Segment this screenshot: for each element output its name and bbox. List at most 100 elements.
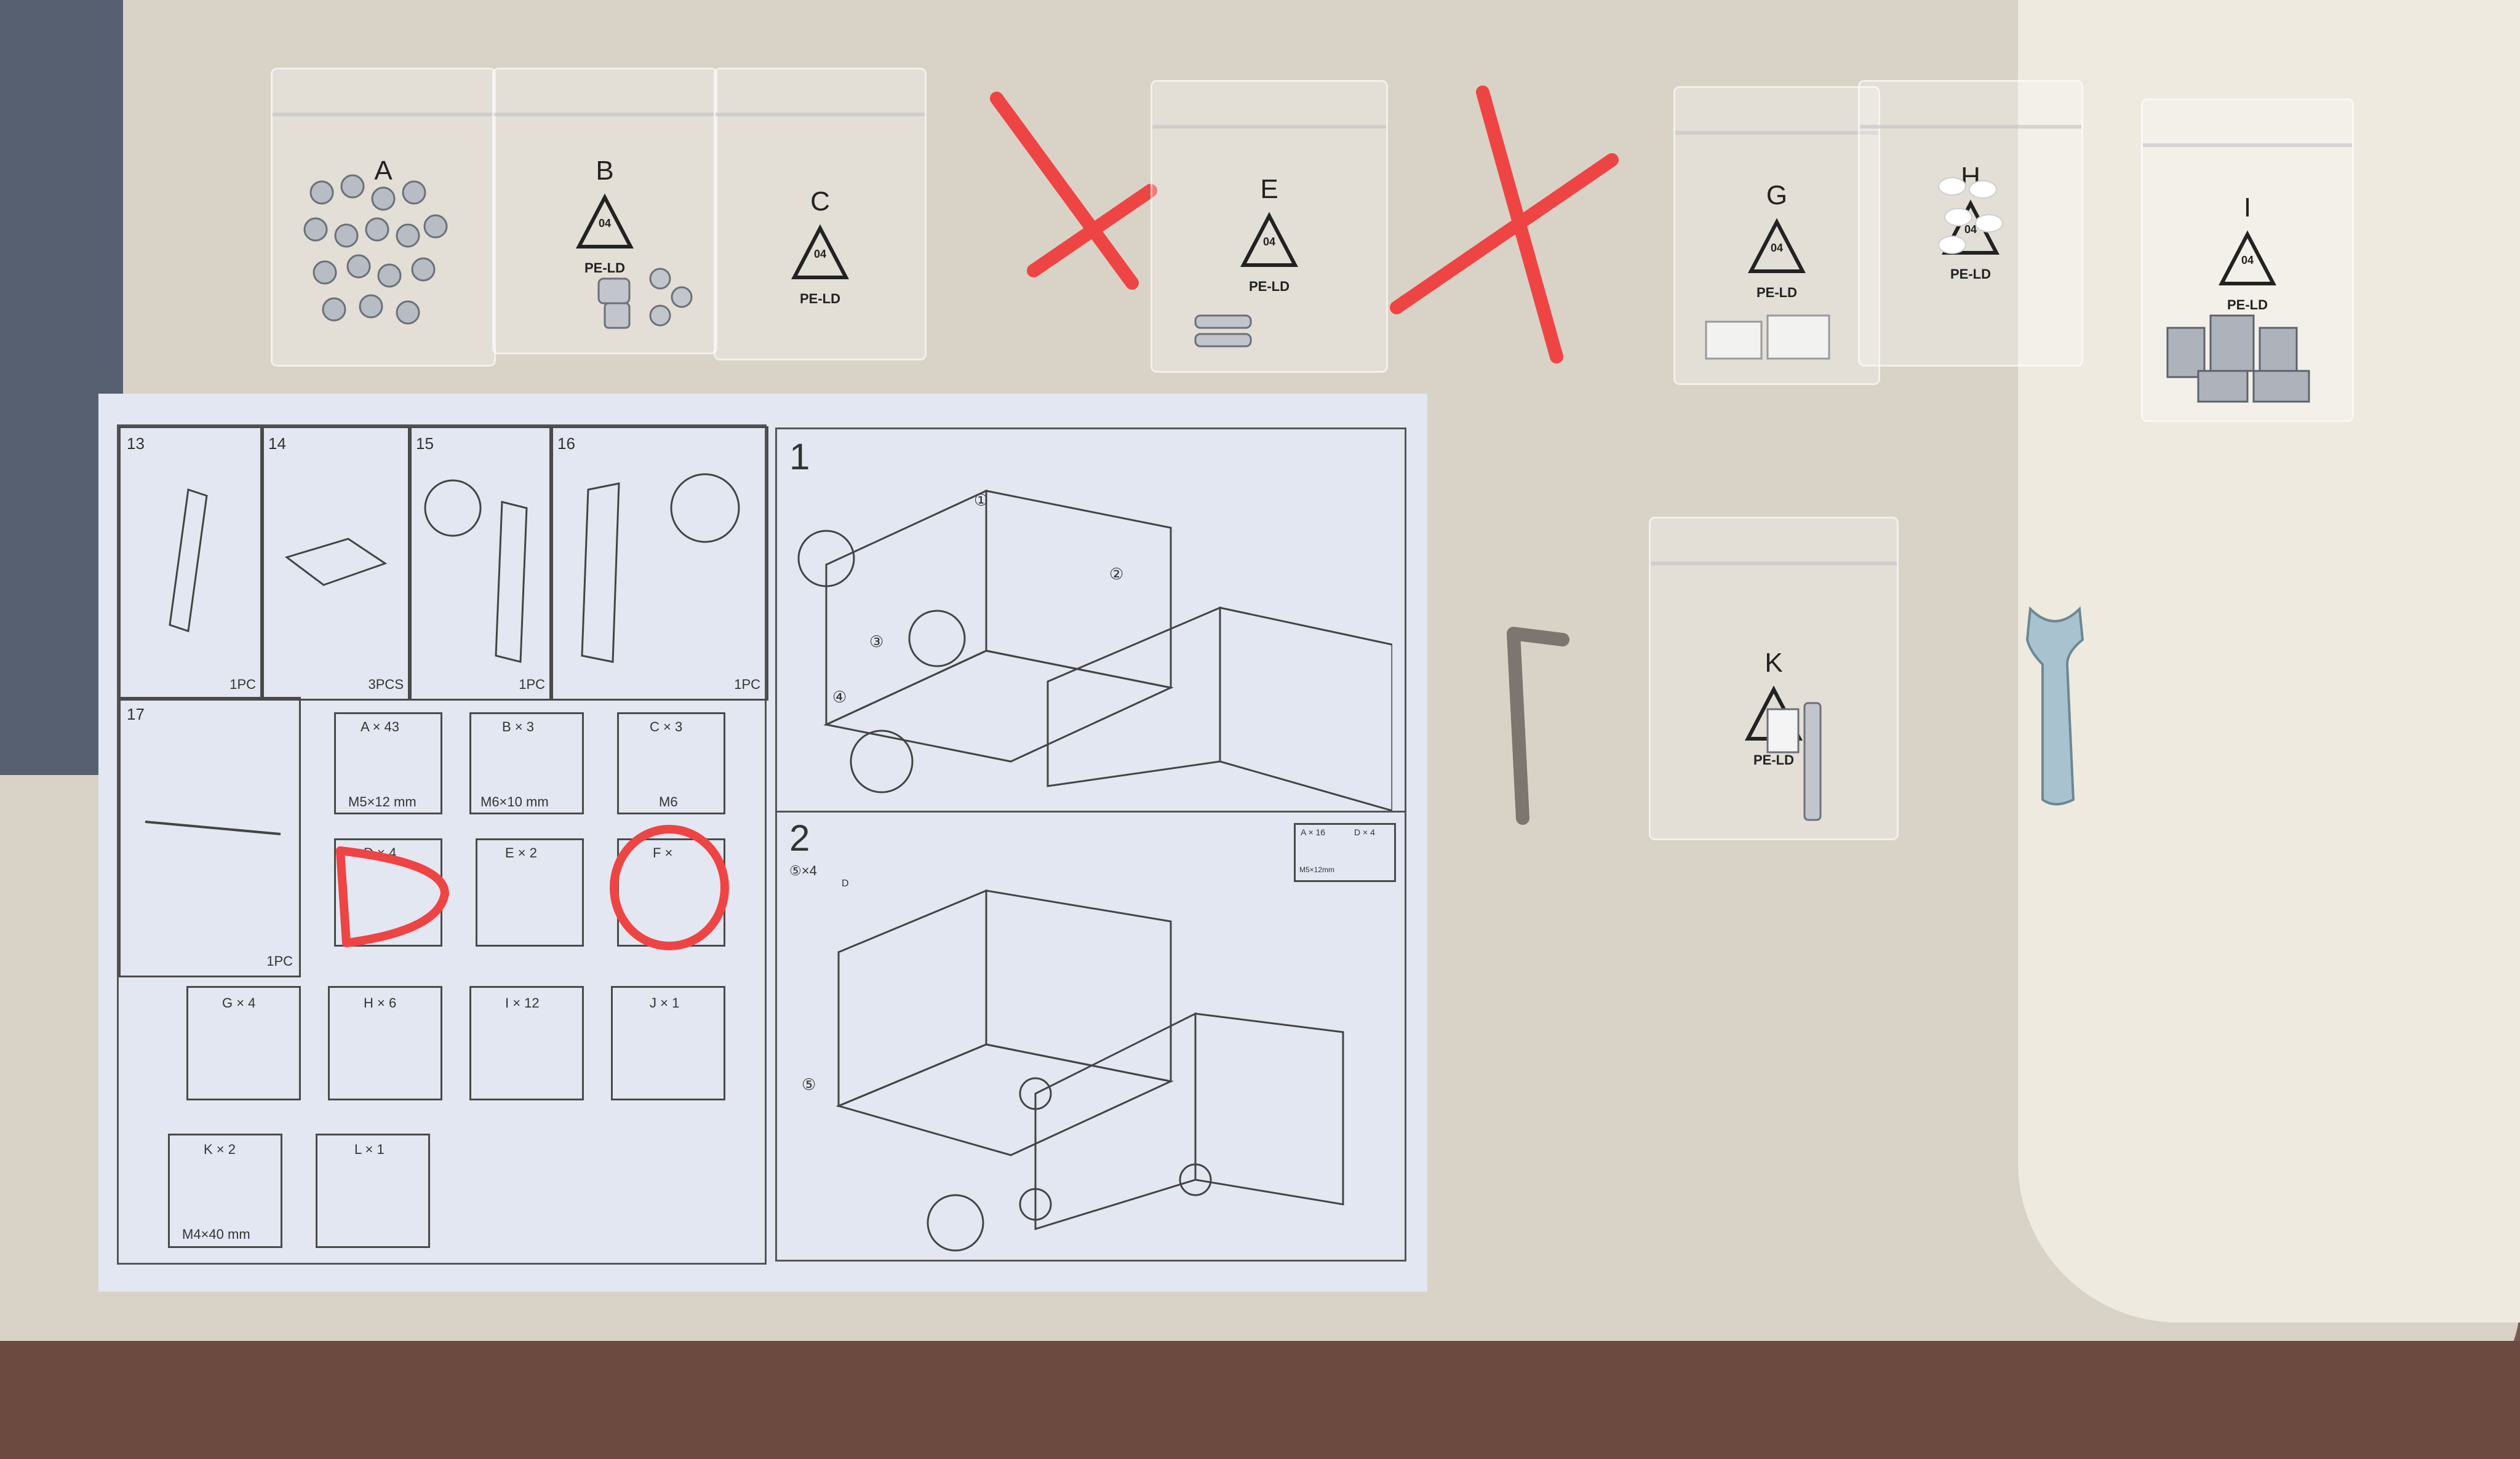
step-2-legend: A × 16 M5×12mm D × 4 (1294, 823, 1396, 882)
part-label: H × 6 (364, 995, 397, 1011)
qty-label: 1PC (519, 677, 545, 692)
part-j-box: J × 1 (611, 986, 725, 1100)
bag-letter: A (374, 156, 393, 186)
bag-c: C 04 PE-LD (714, 68, 927, 360)
bag-k: K 04 PE-LD (1649, 517, 1899, 840)
part-label: C × 3 (650, 719, 683, 734)
bag-letter: K (1764, 648, 1783, 678)
step-number: 1 (789, 436, 810, 477)
callout-1: ① (974, 491, 989, 509)
recycle-code: 04 (1262, 236, 1276, 248)
recycle-icon (576, 193, 634, 248)
bag-zipper (273, 113, 494, 116)
anchor-bolts-icon (1766, 702, 1822, 821)
door-icon (424, 479, 528, 663)
bag-letter: I (2243, 193, 2252, 223)
lace-cloth (2018, 0, 2520, 1322)
qty-label: 1PC (229, 677, 256, 692)
bag-e: E 04 PE-LD (1150, 80, 1388, 373)
step-divider (777, 811, 1405, 813)
part-size: M5×12 mm (348, 794, 417, 809)
manual-left-page: 13 1PC 14 3PCS 15 1PC 16 1PC 17 (117, 424, 768, 1265)
recycle-label: PE-LD (584, 260, 625, 276)
allen-key-icon (1507, 627, 1569, 825)
step-number: 2 (789, 817, 810, 859)
part-size: M6×10 mm (480, 794, 549, 809)
recycle-label: PE-LD (800, 291, 840, 306)
bag-letter: C (810, 186, 830, 217)
part-label: E × 2 (505, 845, 537, 861)
cross-out-mark (1390, 85, 1619, 364)
callout-4: ④ (832, 688, 847, 706)
cross-out-mark (990, 92, 1157, 290)
pins-icon (1194, 314, 1252, 348)
part-label: A × 43 (361, 719, 400, 734)
angle-brackets-icon (2166, 314, 2310, 403)
step-16-cell: 16 1PC (549, 426, 768, 701)
part-label: G × 4 (222, 995, 256, 1011)
legend-d: D × 4 (1354, 827, 1375, 837)
recycle-code: 04 (813, 248, 827, 260)
callout-2: ② (1109, 565, 1124, 583)
bag-g: G 04 PE-LD (1673, 86, 1880, 385)
legend-a-size: M5×12mm (1299, 865, 1335, 874)
bag-h: H 04 PE-LD (1858, 80, 2083, 367)
callout-5: ⑤ (802, 1075, 816, 1094)
step-number: 16 (557, 434, 575, 453)
part-g-box: G × 4 (186, 986, 301, 1100)
step-number: 14 (268, 434, 286, 453)
recycle-label: PE-LD (1950, 266, 1991, 282)
recycle-code: 04 (2241, 254, 2254, 266)
panel-icon (169, 488, 208, 632)
bag-letter: G (1766, 180, 1788, 210)
part-h-box: H × 6 (328, 986, 442, 1100)
carpet (0, 1341, 2520, 1459)
step-number: 17 (127, 705, 145, 723)
part-label: L × 1 (354, 1142, 385, 1157)
highlight-mark-d (336, 846, 450, 947)
bag-a: A (271, 68, 496, 367)
qty-label: 1PC (266, 953, 293, 969)
recycle-label: PE-LD (1756, 285, 1797, 300)
bag-i: I 04 PE-LD (2141, 98, 2354, 422)
part-k-box: K × 2 M4×40 mm (168, 1134, 282, 1248)
part-b-box: B × 3 M6×10 mm (469, 712, 584, 814)
part-label: F × (653, 845, 673, 861)
part-a-box: A × 43 M5×12 mm (334, 712, 442, 814)
door-icon (581, 473, 740, 663)
qty-label: 3PCS (368, 677, 404, 692)
step-2-prefix: ⑤×4 (789, 863, 817, 878)
wrench-icon (2025, 606, 2084, 806)
recycle-code: 04 (1770, 242, 1784, 254)
part-label: B × 3 (502, 719, 534, 734)
step-17-cell: 17 1PC (119, 697, 301, 977)
highlight-mark-f (610, 825, 729, 950)
part-label: I × 12 (505, 995, 540, 1011)
bag-letter: E (1260, 174, 1278, 204)
brackets-icon (1705, 314, 1830, 360)
step-number: 13 (127, 434, 145, 453)
callout-3: ③ (869, 632, 884, 651)
shelf-icon (284, 538, 388, 586)
part-l-box: L × 1 (316, 1134, 430, 1248)
recycle-icon (791, 224, 849, 279)
part-e-box: E × 2 (476, 838, 584, 947)
step-1-drawing (797, 489, 1392, 811)
step-number: 15 (416, 434, 434, 453)
step-2-part: D (842, 878, 849, 889)
legend-a: A × 16 (1301, 827, 1326, 837)
bolts-icon (597, 268, 693, 329)
bag-letter: B (596, 156, 614, 186)
step-15-cell: 15 1PC (408, 426, 553, 701)
part-size: M4×40 mm (182, 1226, 250, 1242)
bag-b: B 04 PE-LD (492, 68, 717, 354)
manual-right-page: 1 ① ② ③ ④ 2 ⑤×4 D A × 16 M5× (775, 427, 1406, 1262)
part-c-box: C × 3 M6 (617, 712, 725, 814)
recycle-label: PE-LD (1753, 752, 1794, 768)
screws-icon (303, 174, 448, 325)
caps-icon (1938, 177, 2003, 254)
rod-icon (145, 821, 281, 835)
part-i-box: I × 12 (469, 986, 584, 1100)
recycle-label: PE-LD (2227, 297, 2268, 312)
